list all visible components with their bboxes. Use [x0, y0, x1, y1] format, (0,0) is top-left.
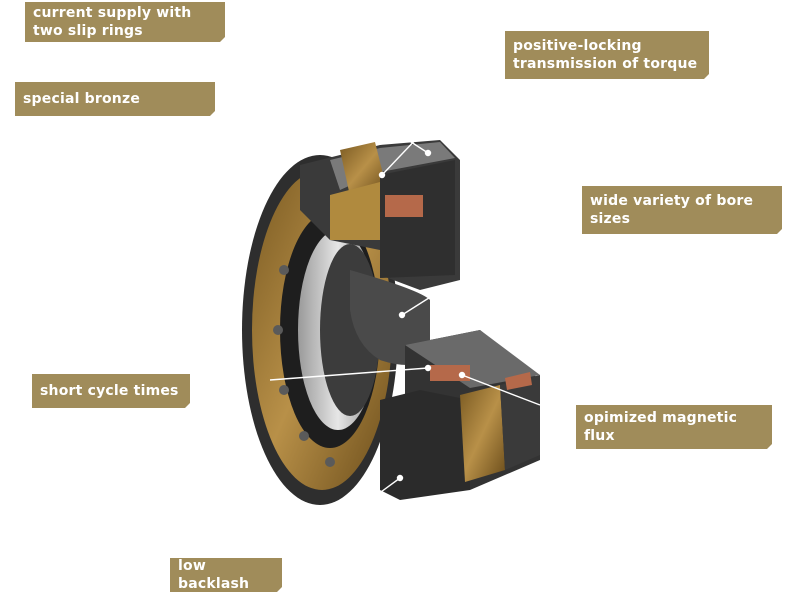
label-magnetic-flux: opimized magnetic flux	[576, 405, 772, 449]
lower-cut-section	[380, 330, 540, 500]
leader-lines	[269, 134, 541, 501]
upper-cut-section	[300, 140, 460, 290]
label-low-backlash: low backlash	[170, 558, 282, 592]
bolt-holes	[273, 207, 335, 467]
label-short-cycle: short cycle times	[32, 374, 190, 408]
label-bore-sizes: wide variety of bore sizes	[582, 186, 782, 234]
label-positive-locking: positive-locking transmission of torque	[505, 31, 709, 79]
hub	[350, 270, 430, 365]
label-current-supply: current supply with two slip rings	[25, 2, 225, 42]
label-special-bronze: special bronze	[15, 82, 215, 116]
